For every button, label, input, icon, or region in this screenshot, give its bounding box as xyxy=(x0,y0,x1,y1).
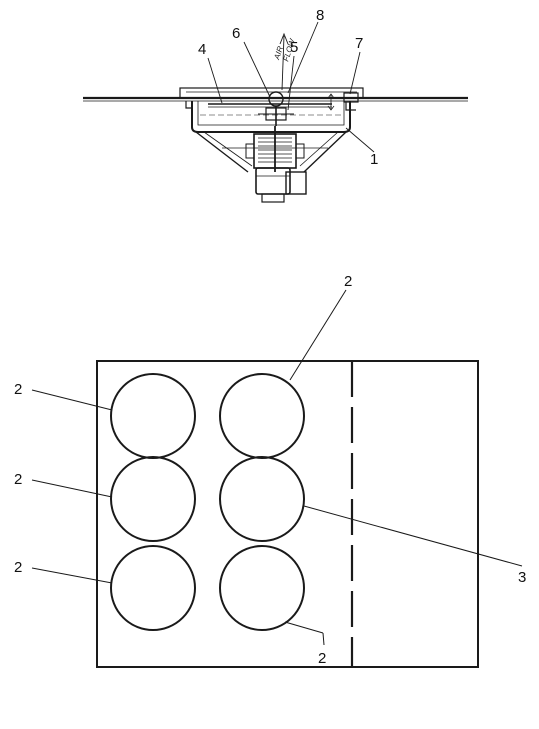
callout-2-left-mid: 2 xyxy=(14,471,22,488)
air-flow-arrowhead xyxy=(279,32,289,45)
disc-circle-r2c1 xyxy=(110,456,196,542)
disc-circle-r2c2 xyxy=(219,456,305,542)
motor-body xyxy=(255,167,291,195)
right-support-strut xyxy=(303,131,347,173)
callout-5: 5 xyxy=(290,39,298,56)
air-flow-label-1: AIR xyxy=(272,45,285,62)
left-support-strut xyxy=(195,131,249,173)
leader-2-left-top xyxy=(31,389,113,411)
left-lip xyxy=(185,101,192,109)
tank-basin-inner xyxy=(197,101,345,126)
callout-2-left-top: 2 xyxy=(14,381,22,398)
disc-circle-r3c2 xyxy=(219,545,305,631)
leader-7 xyxy=(349,51,361,95)
left-support-strut-inner xyxy=(203,131,253,167)
leader-1 xyxy=(345,127,375,153)
motor-terminal-box xyxy=(285,171,307,195)
leader-4 xyxy=(207,57,223,104)
leader-8 xyxy=(287,21,319,94)
callout-4: 4 xyxy=(198,41,206,58)
callout-numbers: 1 4 5 6 7 8 2 2 2 2 2 3 xyxy=(14,7,526,667)
cross-section-view xyxy=(83,32,468,203)
side-bracket-right xyxy=(295,143,305,159)
plan-leader-lines xyxy=(31,289,523,646)
air-flow-line xyxy=(281,35,285,91)
callout-7: 7 xyxy=(355,35,363,52)
rim-clamp-hook xyxy=(345,102,356,111)
disc-circle-r3c1 xyxy=(110,545,196,631)
callout-1: 1 xyxy=(370,151,378,168)
rim-flange xyxy=(179,87,364,99)
callout-2-top: 2 xyxy=(344,273,352,290)
leader-2-top xyxy=(289,289,347,381)
rim-clamp xyxy=(343,92,359,103)
leader-2-left-mid xyxy=(31,479,113,498)
gap-arrow-down xyxy=(327,105,335,111)
callout-2-bottom: 2 xyxy=(318,650,326,667)
leader-6 xyxy=(243,41,271,98)
leader-2-left-bot xyxy=(31,567,113,584)
leader-3 xyxy=(303,505,523,567)
plan-view xyxy=(96,360,479,668)
callout-3: 3 xyxy=(518,569,526,586)
leader-2-bottom-ext xyxy=(322,632,325,646)
callout-8: 8 xyxy=(316,7,324,24)
leader-5 xyxy=(287,55,295,111)
tank-basin xyxy=(191,101,351,133)
callout-6: 6 xyxy=(232,25,240,42)
motor-base xyxy=(261,193,285,203)
right-support-strut-inner xyxy=(299,131,339,167)
side-bracket-left xyxy=(245,143,255,159)
disc-circle-r1c1 xyxy=(110,373,196,459)
plan-outline xyxy=(96,360,479,668)
gap-arrow-up xyxy=(327,93,335,99)
disc-circle-r1c2 xyxy=(219,373,305,459)
leader-2-bottom xyxy=(284,621,324,634)
top-leader-lines xyxy=(207,21,375,153)
callout-2-left-bot: 2 xyxy=(14,559,22,576)
